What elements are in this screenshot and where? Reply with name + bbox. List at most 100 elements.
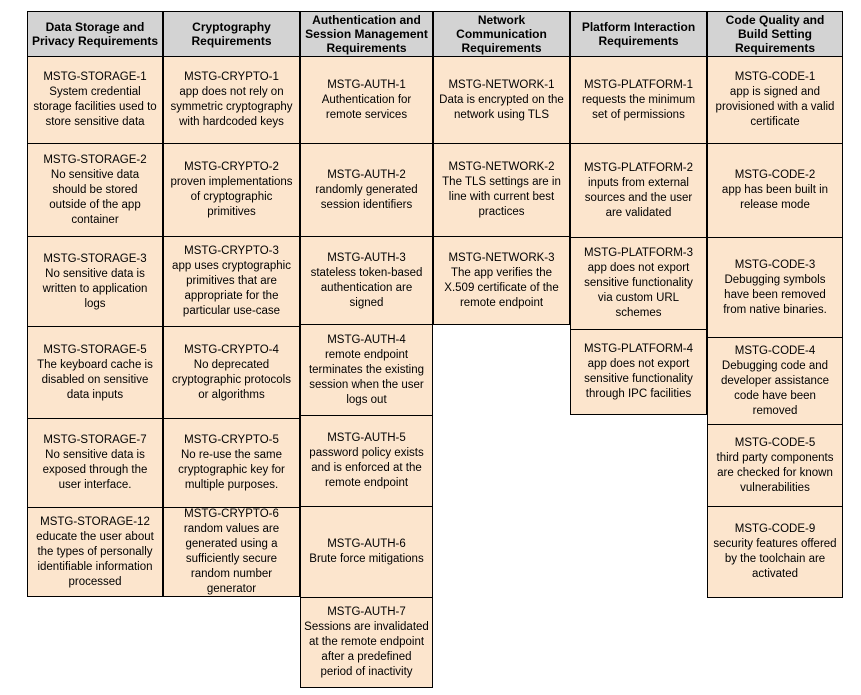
- requirement-id: MSTG-STORAGE-2: [43, 153, 147, 166]
- requirement-text-line: removed: [752, 404, 798, 417]
- requirement-text-line: practices: [478, 206, 525, 218]
- column-header-line: Network: [477, 13, 526, 27]
- requirement-text-line: via custom URL: [597, 292, 680, 304]
- requirement-id: MSTG-NETWORK-1: [448, 78, 555, 91]
- requirement-text-line: No re-use the same: [181, 449, 282, 461]
- requirement-text-line: No sensitive data: [50, 168, 140, 181]
- column-header-line: Requirements: [326, 41, 407, 55]
- requirement-text-line: sources and the user: [584, 191, 693, 204]
- requirement-text-line: generated using a: [185, 538, 278, 550]
- requirement-text-line: cryptographic key for: [178, 464, 285, 476]
- requirement-id: MSTG-STORAGE-1: [43, 71, 147, 83]
- requirement-text-line: Authentication for: [321, 93, 412, 106]
- requirement-text-line: authentication are: [320, 281, 413, 294]
- requirement-text-line: have been removed: [724, 288, 826, 301]
- requirement-id: MSTG-CODE-1: [734, 71, 816, 83]
- requirement-text-line: Data is encrypted on the: [439, 93, 564, 106]
- column-header-line: Authentication and: [312, 13, 421, 27]
- column-header-line: Data Storage and: [45, 20, 145, 34]
- requirement-text-line: from native binaries.: [723, 303, 827, 316]
- requirement-text-line: app uses cryptographic: [172, 260, 291, 272]
- requirement-text-line: and is enforced at the: [311, 462, 422, 474]
- requirement-id: MSTG-STORAGE-7: [43, 434, 147, 446]
- requirement-text-line: activated: [751, 568, 799, 580]
- requirement-text-line: are validated: [605, 206, 672, 219]
- requirement-text-line: app does not export: [587, 358, 690, 370]
- requirement-id: MSTG-NETWORK-2: [448, 161, 555, 173]
- requirement-text-line: after a predefined: [321, 651, 412, 663]
- requirement-id: MSTG-CRYPTO-5: [184, 434, 279, 446]
- column-header-line: Code Quality and: [725, 13, 825, 27]
- requirement-text-line: logs: [84, 297, 106, 310]
- requirement-id: MSTG-CODE-9: [734, 523, 816, 535]
- requirement-text-line: app does not rely on: [179, 86, 284, 98]
- requirement-text-line: schemes: [615, 307, 662, 319]
- requirement-id: MSTG-NETWORK-3: [448, 251, 555, 264]
- requirement-text-line: remote services: [325, 108, 408, 121]
- column-header-line: Build Setting: [738, 27, 812, 41]
- requirement-text-line: disabled on sensitive: [41, 373, 149, 386]
- requirement-id: MSTG-PLATFORM-4: [583, 343, 694, 355]
- column-header-line: Requirements: [191, 34, 272, 48]
- requirement-text-line: sufficiently secure: [185, 553, 278, 565]
- requirement-text-line: network using TLS: [453, 108, 550, 121]
- requirement-text-line: through IPC facilities: [585, 388, 692, 400]
- requirement-text-line: generator: [206, 583, 257, 595]
- requirement-text-line: at the remote endpoint: [308, 636, 425, 648]
- requirement-text-line: app has been built in: [721, 184, 829, 196]
- requirement-text-line: The TLS settings are in: [442, 176, 561, 188]
- requirement-text-line: No deprecated: [193, 358, 270, 371]
- requirement-text-line: remote endpoint: [324, 477, 409, 489]
- requirement-text-line: code have been: [734, 389, 816, 402]
- requirement-id: MSTG-AUTH-6: [327, 538, 406, 550]
- requirement-text-line: with hardcoded keys: [179, 116, 284, 128]
- requirement-text-line: storage facilities used to: [33, 101, 157, 113]
- requirement-text-line: inputs from external: [588, 176, 689, 189]
- requirement-id: MSTG-PLATFORM-2: [583, 161, 694, 174]
- requirement-text-line: The keyboard cache is: [37, 358, 153, 371]
- requirement-id: MSTG-CRYPTO-3: [184, 245, 279, 257]
- requirement-cell-mstg-crypto-5: MSTG-CRYPTO-5 No re-use the same cryptogra…: [163, 418, 300, 508]
- requirement-id: MSTG-AUTH-2: [327, 168, 406, 181]
- requirement-text-line: terminates the existing: [308, 363, 425, 376]
- requirement-id: MSTG-CODE-2: [734, 169, 816, 181]
- requirement-text-line: requests the minimum: [581, 93, 696, 106]
- requirement-text-line: primitives that are: [186, 275, 277, 287]
- requirement-text-line: proven implementations: [170, 176, 293, 188]
- requirement-cell-mstg-crypto-3: MSTG-CRYPTO-3 app uses cryptographic primi…: [163, 236, 300, 327]
- requirement-id: MSTG-CRYPTO-2: [184, 161, 279, 173]
- requirement-text-line: cryptographic protocols: [172, 373, 291, 386]
- column-header-line: Requirements: [598, 34, 679, 48]
- column-header-line: Session Management: [305, 27, 428, 41]
- requirement-text-line: store sensitive data: [45, 116, 145, 128]
- requirement-cell-mstg-platform-2: MSTG-PLATFORM-2 inputs from external sourc…: [570, 143, 707, 238]
- requirement-text-line: particular use-case: [182, 305, 281, 317]
- requirement-id: MSTG-AUTH-3: [327, 251, 406, 264]
- requirement-text-line: processed: [68, 575, 122, 588]
- requirement-text-line: remote endpoint: [324, 348, 409, 361]
- requirement-text-line: identifiable information: [37, 560, 153, 573]
- requirement-text-line: Debugging code and: [721, 359, 829, 372]
- requirement-text-line: vulnerabilities: [740, 481, 810, 494]
- column-header-line: Cryptography: [192, 20, 271, 34]
